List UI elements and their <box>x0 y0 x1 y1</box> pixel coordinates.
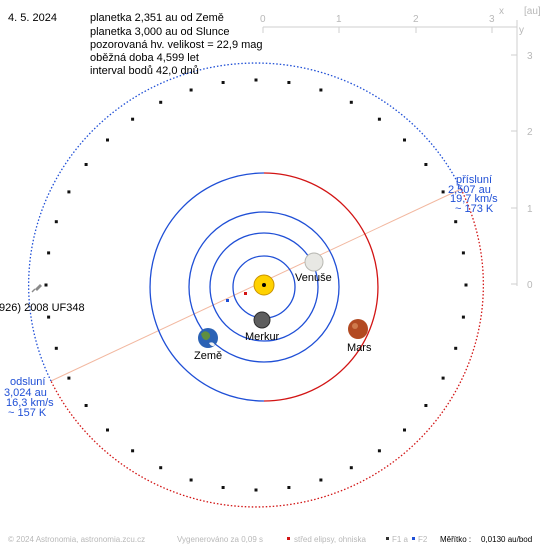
y-tick-label-2: 2 <box>527 127 533 138</box>
orbit-interval-point <box>454 346 458 350</box>
orbit-interval-point <box>403 138 406 142</box>
earth-planet <box>198 328 218 348</box>
x-tick-label-1: 1 <box>336 14 342 25</box>
orbit-interval-point <box>319 88 323 92</box>
orbit-interval-point <box>254 78 258 82</box>
orbit-interval-point <box>221 81 225 84</box>
asteroid-marker-icon <box>31 284 42 293</box>
orbit-interval-point <box>254 488 258 492</box>
orbit-interval-point <box>106 428 109 432</box>
date-label: 4. 5. 2024 <box>8 12 57 24</box>
y-tick-label-0: 0 <box>527 280 533 291</box>
info-line-interval: interval bodů 42,0 dnů <box>90 65 199 77</box>
footer-f2-label: F2 <box>418 535 428 544</box>
orbit-interval-point <box>287 486 291 489</box>
orbit-interval-point <box>424 404 428 407</box>
y-axis-label: y <box>519 25 524 36</box>
venus-orbit <box>209 232 319 342</box>
info-line-magnitude: pozorovaná hv. velikost = 22,9 mag <box>90 39 263 51</box>
mercury-planet <box>253 311 271 329</box>
orbit-interval-point <box>403 428 406 432</box>
footer-scale-label: Měřítko : <box>440 535 471 544</box>
mars-orbit-blue <box>149 172 265 402</box>
asteroid-label: 926) 2008 UF348 <box>0 302 85 314</box>
footer-f2-marker <box>412 537 415 540</box>
unit-label: [au] <box>524 6 541 17</box>
venus-label: Venuše <box>295 272 332 284</box>
orbit-interval-point <box>377 449 381 453</box>
y-tick-label-3: 3 <box>527 51 533 62</box>
orbit-interval-point <box>47 251 51 255</box>
aphelion-distance: 3,024 au <box>4 387 47 399</box>
ellipse-center-marker <box>244 292 247 295</box>
orbit-interval-point <box>67 190 71 194</box>
y-tick-label-1: 1 <box>527 204 533 215</box>
orbit-interval-point <box>189 478 193 482</box>
orbit-interval-point <box>377 117 381 121</box>
orbit-interval-point <box>131 449 135 453</box>
orbit-interval-point <box>131 117 135 121</box>
venus-planet <box>304 252 324 272</box>
orbit-interval-point <box>189 88 193 92</box>
x-tick-label-3: 3 <box>489 14 495 25</box>
perihelion-temp: ~ 173 K <box>455 203 494 215</box>
perihelion-speed: 19,7 km/s <box>450 193 498 205</box>
orbit-interval-point <box>454 220 458 224</box>
footer-copyright: © 2024 Astronomia, astronomia.zcu.cz <box>8 535 145 544</box>
x-tick-label-0: 0 <box>260 14 266 25</box>
orbit-interval-point <box>106 138 109 142</box>
focus-f2-marker <box>226 299 229 302</box>
orbit-interval-point <box>54 346 58 350</box>
orbit-interval-point <box>349 100 353 104</box>
earth-label: Země <box>194 350 222 362</box>
orbit-interval-point <box>441 190 445 194</box>
asteroid-orbit-red <box>50 188 485 508</box>
asteroid-orbit-blue <box>27 62 462 382</box>
x-tick-label-2: 2 <box>413 14 419 25</box>
orbit-interval-point <box>44 283 48 287</box>
mars-orbit-red <box>263 172 379 402</box>
mercury-label: Merkur <box>245 331 280 343</box>
mars-planet <box>348 319 368 339</box>
orbit-interval-point <box>84 163 88 166</box>
orbit-interval-point <box>461 251 465 255</box>
x-axis-label: x <box>499 6 504 17</box>
footer-f1-marker <box>386 537 389 540</box>
orbit-interval-point <box>54 220 58 224</box>
orbit-interval-point <box>47 315 51 319</box>
aphelion-title: odsluní <box>10 376 45 388</box>
mars-label: Mars <box>347 342 372 354</box>
footer-f1-label: F1 a <box>392 535 409 544</box>
aphelion-speed: 16,3 km/s <box>6 397 54 409</box>
footer-generated: Vygenerováno za 0,09 s <box>177 535 263 544</box>
orbit-interval-point <box>424 163 428 166</box>
orbit-interval-point <box>464 283 468 287</box>
orbit-interval-point <box>319 478 323 482</box>
perihelion-title: přísluní <box>456 174 492 186</box>
footer-center-marker <box>287 537 290 540</box>
orbit-interval-point <box>349 466 353 470</box>
info-line-sun-distance: planetka 3,000 au od Slunce <box>90 26 229 38</box>
orbit-interval-point <box>441 376 445 380</box>
info-line-period: oběžná doba 4,599 let <box>90 52 199 64</box>
asteroid-interval-points <box>44 78 468 492</box>
footer-scale-value: 0,0130 au/bod <box>481 535 532 544</box>
orbit-interval-point <box>159 466 163 470</box>
orbit-interval-point <box>159 100 163 104</box>
orbit-interval-point <box>221 486 225 489</box>
sun <box>253 274 275 296</box>
orbit-interval-point <box>461 315 465 319</box>
aphelion-temp: ~ 157 K <box>8 407 47 419</box>
orbit-interval-point <box>67 376 71 380</box>
earth-orbit <box>188 211 340 363</box>
perihelion-distance: 2,507 au <box>448 184 491 196</box>
info-line-earth-distance: planetka 2,351 au od Země <box>90 12 224 24</box>
orbit-interval-point <box>84 404 88 407</box>
orbit-interval-point <box>287 81 291 84</box>
footer-center-label: střed elipsy, ohniska <box>294 535 366 544</box>
